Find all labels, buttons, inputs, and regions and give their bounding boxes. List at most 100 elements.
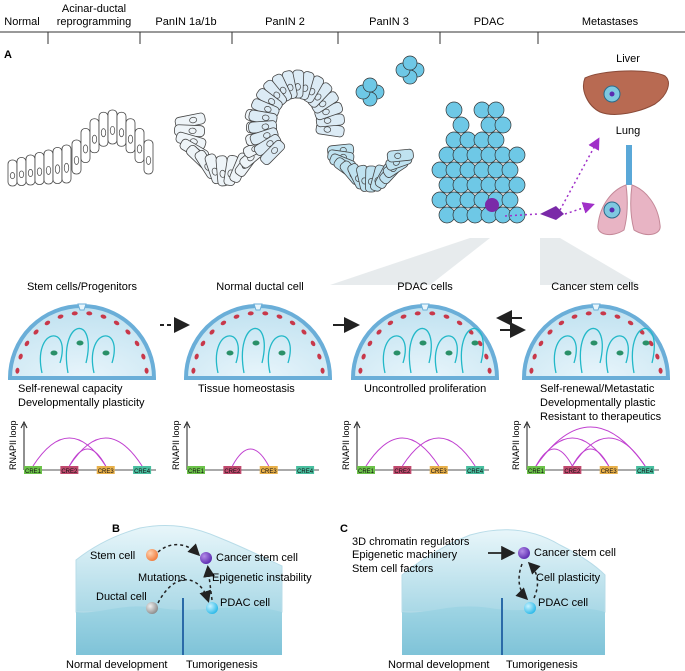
epithelial-cell	[25, 154, 36, 186]
cre-box	[223, 466, 242, 474]
cohesin-dot	[471, 340, 479, 346]
arrow-pdac-to-csc-c	[527, 561, 541, 599]
chromatin-fiber	[579, 327, 603, 374]
cre-label: CRE1	[358, 469, 375, 475]
heterochromatin-dot	[310, 340, 316, 347]
pdac-cell	[466, 206, 484, 224]
pdac-cell	[494, 146, 512, 164]
label-tumorigenesis-c: Tumorigenesis	[506, 659, 578, 671]
epithelial-cell	[260, 139, 286, 166]
heterochromatin-dot	[400, 314, 407, 319]
heterochromatin-dot	[361, 353, 366, 360]
heterochromatin-dot	[194, 353, 199, 360]
pdac-cell	[487, 131, 505, 149]
epithelial-cell	[98, 111, 109, 147]
nuclear-pore	[420, 303, 430, 311]
cre-label: CRE3	[431, 469, 448, 475]
cre-box	[187, 466, 205, 474]
label-factor-2: Epigenetic machinery	[352, 549, 458, 561]
panel-b-landscape	[75, 524, 283, 613]
cre-box	[259, 466, 278, 474]
cancer-stem-ball	[200, 552, 212, 564]
label-factor-1: 3D chromatin regulators	[352, 536, 470, 548]
nuclear-pore	[591, 303, 601, 311]
cre-box	[296, 466, 315, 474]
pdac-cell	[459, 161, 477, 179]
cohesin-dot	[278, 350, 286, 356]
heterochromatin-dot	[585, 311, 592, 316]
pdac-cell	[452, 176, 470, 194]
pdac-cell	[480, 176, 498, 194]
ductal-cell-ball	[146, 602, 158, 614]
cancer-stem-ball-c	[518, 547, 530, 559]
heterochromatin-dot	[429, 311, 436, 316]
heterochromatin-dot	[125, 329, 131, 335]
heterochromatin-dot	[33, 329, 39, 335]
nucleus-dome	[350, 303, 500, 380]
state-desc-stem-1: Self-renewal capacity	[18, 383, 123, 395]
heterochromatin-dot	[614, 314, 621, 319]
epithelial-cell	[52, 147, 63, 184]
heterochromatin-dot	[456, 320, 463, 326]
chromatin-fiber	[215, 335, 239, 374]
pdac-cell	[480, 116, 498, 134]
chromatin-fiber	[39, 335, 63, 374]
heterochromatin-dot	[558, 320, 565, 326]
tissue-progression	[7, 55, 526, 224]
rnapii-loop-arc	[68, 448, 107, 467]
cre-box	[527, 466, 545, 474]
heterochromatin-dot	[57, 314, 64, 319]
pdac-cell	[480, 146, 498, 164]
epithelial-cell	[251, 98, 280, 118]
epithelial-cell	[61, 144, 72, 184]
loop-y-arrow	[523, 420, 531, 429]
chromatin-fiber	[382, 335, 406, 374]
heterochromatin-dot	[289, 320, 296, 326]
cre-label: CRE4	[637, 469, 654, 475]
epithelial-cell	[134, 128, 145, 163]
epithelial-cell	[7, 159, 18, 187]
cre-label: CRE1	[528, 469, 545, 475]
pdac-cell	[508, 146, 526, 164]
rnapii-loop-arc	[571, 448, 610, 467]
heterochromatin-dot	[209, 329, 215, 335]
epithelial-cell	[80, 128, 91, 163]
liver-organ	[583, 70, 669, 115]
nuclear-pore	[77, 303, 87, 311]
chromatin-fiber	[408, 327, 432, 374]
loop-y-arrow	[353, 420, 361, 429]
stage-panin3: PanIN 3	[369, 16, 409, 28]
pdac-cell	[494, 116, 512, 134]
state-desc-normal-1: Tissue homeostasis	[198, 383, 295, 395]
panel-a-letter: A	[4, 49, 12, 61]
epithelial-cell	[43, 149, 54, 185]
metastasis-arrows	[485, 137, 600, 220]
rnapii-loop-arc	[231, 448, 270, 467]
loop-y-arrow	[20, 420, 28, 429]
loop-y-label: RNAPII loop	[511, 420, 521, 470]
state-title-pdac: PDAC cells	[397, 281, 453, 293]
loop-y-label: RNAPII loop	[8, 420, 18, 470]
chromatin-fiber	[267, 335, 291, 374]
panel-c-landscape	[401, 529, 606, 613]
chromatin-fiber	[553, 335, 577, 374]
pdac-cell	[452, 146, 470, 164]
stage-pdac: PDAC	[474, 16, 505, 28]
cre-label: CRE4	[134, 469, 151, 475]
pdac-cell	[445, 101, 463, 119]
heterochromatin-dot	[658, 367, 663, 374]
chromatin-fiber	[460, 327, 484, 374]
label-factor-3: Stem cell factors	[352, 563, 434, 575]
pdac-cell	[452, 206, 470, 224]
cre-box	[24, 466, 42, 474]
lung-label: Lung	[616, 125, 640, 137]
stage-panin2: PanIN 2	[265, 16, 305, 28]
nucleus-dome	[183, 303, 333, 380]
liver-label: Liver	[616, 53, 640, 65]
cre-label: CRE3	[261, 469, 278, 475]
pdac-cell	[438, 146, 456, 164]
panel-c: C 3D chromatin regulators Epigenetic mac…	[340, 523, 616, 671]
arrow-ductal-to-pdac	[157, 579, 211, 604]
epithelial-cell	[125, 118, 136, 154]
